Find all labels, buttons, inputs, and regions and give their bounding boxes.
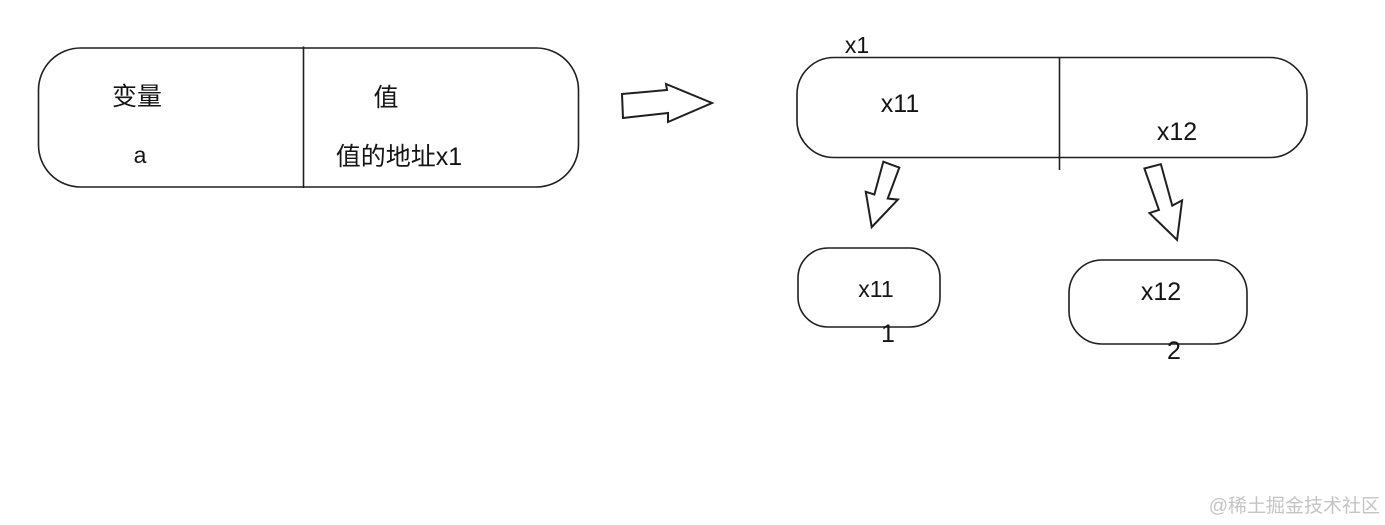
variable-header-label: 变量 bbox=[112, 83, 162, 111]
value-box-x11-label: x11 bbox=[858, 276, 893, 302]
value-header-label: 值 bbox=[373, 84, 398, 112]
value-box-x11: x11 1 bbox=[797, 247, 941, 348]
arrow-down-right-icon bbox=[1143, 162, 1184, 242]
memory-cell-x11-label: x11 bbox=[881, 90, 919, 118]
memory-block: x1 x11 x12 bbox=[796, 32, 1308, 170]
value-address-label: 值的地址x1 bbox=[336, 143, 462, 171]
watermark: @稀土掘金技术社区 bbox=[1209, 495, 1380, 517]
value-box-x12-value: 2 bbox=[1167, 337, 1181, 365]
variable-table-box bbox=[37, 47, 580, 188]
value-box-x11-value: 1 bbox=[881, 320, 895, 348]
arrow-down-left-icon bbox=[864, 160, 901, 230]
variable-name-label: a bbox=[134, 142, 147, 168]
variable-table: 变量 a 值 值的地址x1 bbox=[37, 46, 580, 188]
value-box-x12-shape bbox=[1068, 259, 1248, 345]
memory-block-address-label: x1 bbox=[845, 32, 869, 58]
memory-block-box bbox=[796, 56, 1308, 159]
value-box-x12-label: x12 bbox=[1141, 278, 1181, 306]
value-box-x11-shape bbox=[797, 247, 941, 328]
value-box-x12: x12 2 bbox=[1068, 259, 1248, 365]
arrow-right-icon bbox=[620, 82, 715, 124]
memory-cell-x12-label: x12 bbox=[1157, 118, 1197, 146]
